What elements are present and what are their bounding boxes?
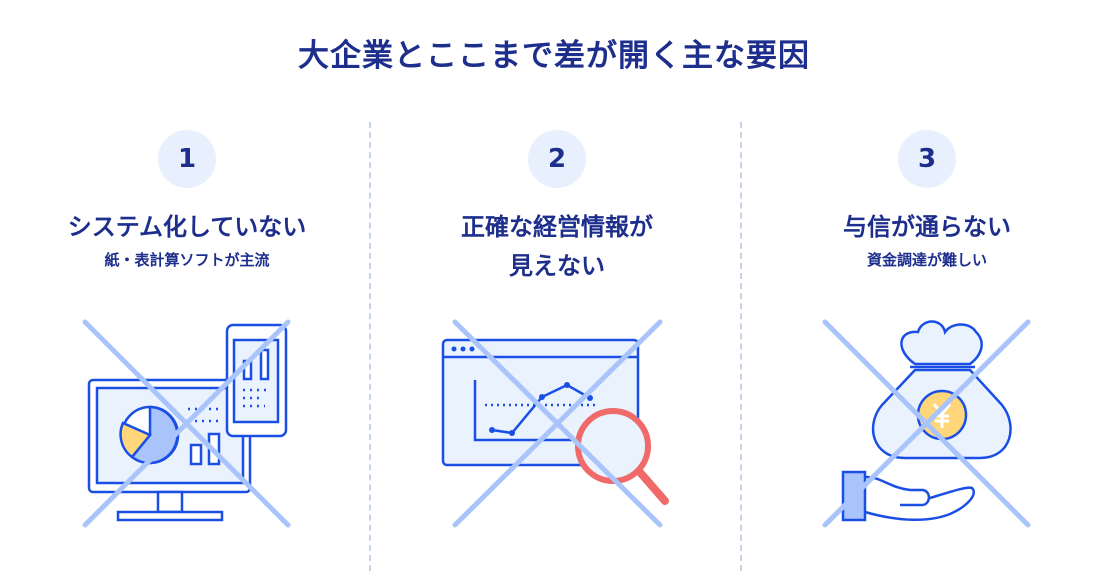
number-badge: 2 — [528, 130, 586, 188]
money-bag-hand-icon — [822, 319, 1031, 528]
factor-heading-line1: 正確な経営情報が — [461, 213, 653, 241]
browser-chart-magnifier-icon — [441, 319, 669, 528]
number-badge: 3 — [898, 130, 956, 188]
column-divider — [740, 122, 742, 571]
factor-2: 2 正確な経営情報が 見えない — [372, 130, 742, 286]
column-divider — [369, 122, 371, 571]
factor-heading: 与信が通らない — [843, 213, 1011, 241]
number-badge: 1 — [158, 130, 216, 188]
factor-3: 3 与信が通らない 資金調達が難しい — [742, 130, 1108, 270]
factor-subtext: 資金調達が難しい — [866, 251, 987, 269]
factor-1: 1 システム化していない 紙・表計算ソフトが主流 — [2, 130, 372, 270]
cross-out-icon — [82, 319, 291, 528]
computer-and-phone-charts-icon — [82, 319, 291, 528]
page-title: 大企業とここまで差が開く主な要因 — [298, 38, 810, 74]
factor-heading: システム化していない — [67, 213, 307, 241]
cross-out-icon — [452, 319, 663, 528]
factor-subtext: 紙・表計算ソフトが主流 — [104, 251, 270, 269]
cross-out-icon — [822, 319, 1031, 528]
factor-heading-line2: 見えない — [509, 252, 605, 280]
